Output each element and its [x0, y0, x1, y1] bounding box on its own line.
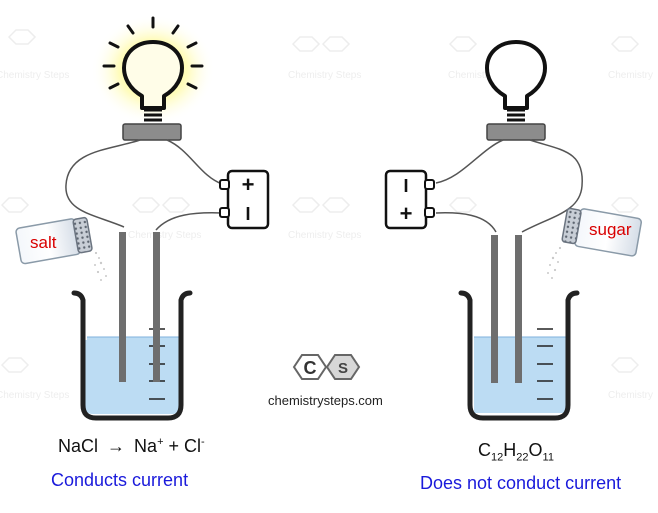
sugar-particles — [547, 246, 562, 279]
watermark-logo: Chemistry Steps — [288, 36, 361, 81]
salt-shaker — [15, 216, 93, 265]
wires-left — [65, 139, 223, 231]
formula-h: H — [503, 440, 517, 460]
caption-conducts: Conducts current — [51, 470, 189, 490]
shaker-cap — [72, 216, 93, 254]
battery-bottom-symbol: + — [400, 201, 413, 226]
watermark-logo: Chemistry Steps — [0, 29, 69, 81]
logo-letter-c: C — [304, 358, 317, 378]
ion-na: Na — [134, 436, 158, 456]
ion-cl-charge: - — [201, 436, 205, 448]
reaction-arrow: → — [107, 436, 126, 456]
formula-o-sub: 11 — [542, 451, 554, 464]
solution-left — [87, 337, 179, 413]
beaker-left — [71, 290, 193, 421]
svg-text:Chemistry: Chemistry — [608, 70, 653, 81]
svg-text:Chemistry Steps: Chemistry Steps — [288, 230, 361, 241]
formula-c-sub: 12 — [491, 451, 504, 464]
battery-top-symbol: + — [242, 172, 255, 197]
watermark-logo — [448, 197, 640, 213]
bulb-base-right — [486, 123, 546, 141]
wires-right — [435, 139, 583, 233]
light-rays — [102, 16, 204, 90]
electrode-right-1 — [491, 235, 498, 383]
battery-terminal — [424, 179, 435, 190]
battery-terminal — [219, 179, 230, 190]
battery-bottom-symbol: I — [245, 204, 250, 224]
light-bulb-right — [485, 40, 547, 141]
sugar-shaker — [561, 207, 642, 257]
sucrose-formula: C12H22O11 — [478, 440, 554, 464]
watermark-layer: Chemistry Steps Chemistry Steps Chemistr… — [0, 29, 653, 401]
salt-label: salt — [30, 233, 57, 252]
svg-text:Chemistry Steps: Chemistry Steps — [0, 390, 69, 401]
shaker-cap — [561, 207, 582, 245]
battery-terminal — [219, 207, 230, 218]
sugar-label: sugar — [589, 220, 632, 239]
svg-text:Chemistry Steps: Chemistry Steps — [0, 70, 69, 81]
chemistry-steps-logo: C S — [292, 354, 361, 380]
graduation-marks — [537, 328, 553, 400]
battery-terminal — [424, 207, 435, 218]
watermark-logo: Chemistry — [608, 36, 653, 81]
battery-top-symbol: I — [403, 176, 408, 196]
electrode-left-2 — [153, 232, 160, 382]
salt-particles — [94, 251, 107, 281]
svg-text:Chemistry Steps: Chemistry Steps — [448, 70, 521, 81]
watermark-logo: Chemistry Steps — [0, 197, 201, 241]
svg-text:Chemistry Steps: Chemistry Steps — [288, 70, 361, 81]
ion-na-charge: + — [157, 436, 164, 448]
formula-h-sub: 22 — [516, 451, 529, 464]
electrode-left-1 — [119, 232, 126, 382]
watermark-logo: Chemistry Steps — [288, 197, 361, 241]
reactant: NaCl — [58, 436, 99, 456]
formula-c: C — [478, 440, 491, 460]
svg-text:Chemistry: Chemistry — [608, 390, 653, 401]
nacl-equation: NaCl → Na+ + Cl- — [58, 436, 205, 457]
formula-o: O — [528, 440, 543, 460]
bulb-base-left — [122, 123, 182, 141]
ion-cl: Cl — [184, 436, 202, 456]
battery-left: + I — [219, 169, 270, 230]
battery-right: I + — [384, 169, 435, 230]
watermark-logo: Chemistry Steps — [448, 36, 521, 81]
site-url: chemistrysteps.com — [268, 393, 383, 408]
svg-text:Chemistry Steps: Chemistry Steps — [128, 230, 201, 241]
watermark-logo: Chemistry Steps Chemistry — [0, 357, 653, 401]
plus-sign: + — [168, 436, 180, 456]
electrode-right-2 — [515, 235, 522, 383]
logo-letter-s: S — [338, 360, 348, 377]
light-bulb-left — [122, 40, 184, 141]
caption-does-not-conduct: Does not conduct current — [420, 473, 622, 493]
